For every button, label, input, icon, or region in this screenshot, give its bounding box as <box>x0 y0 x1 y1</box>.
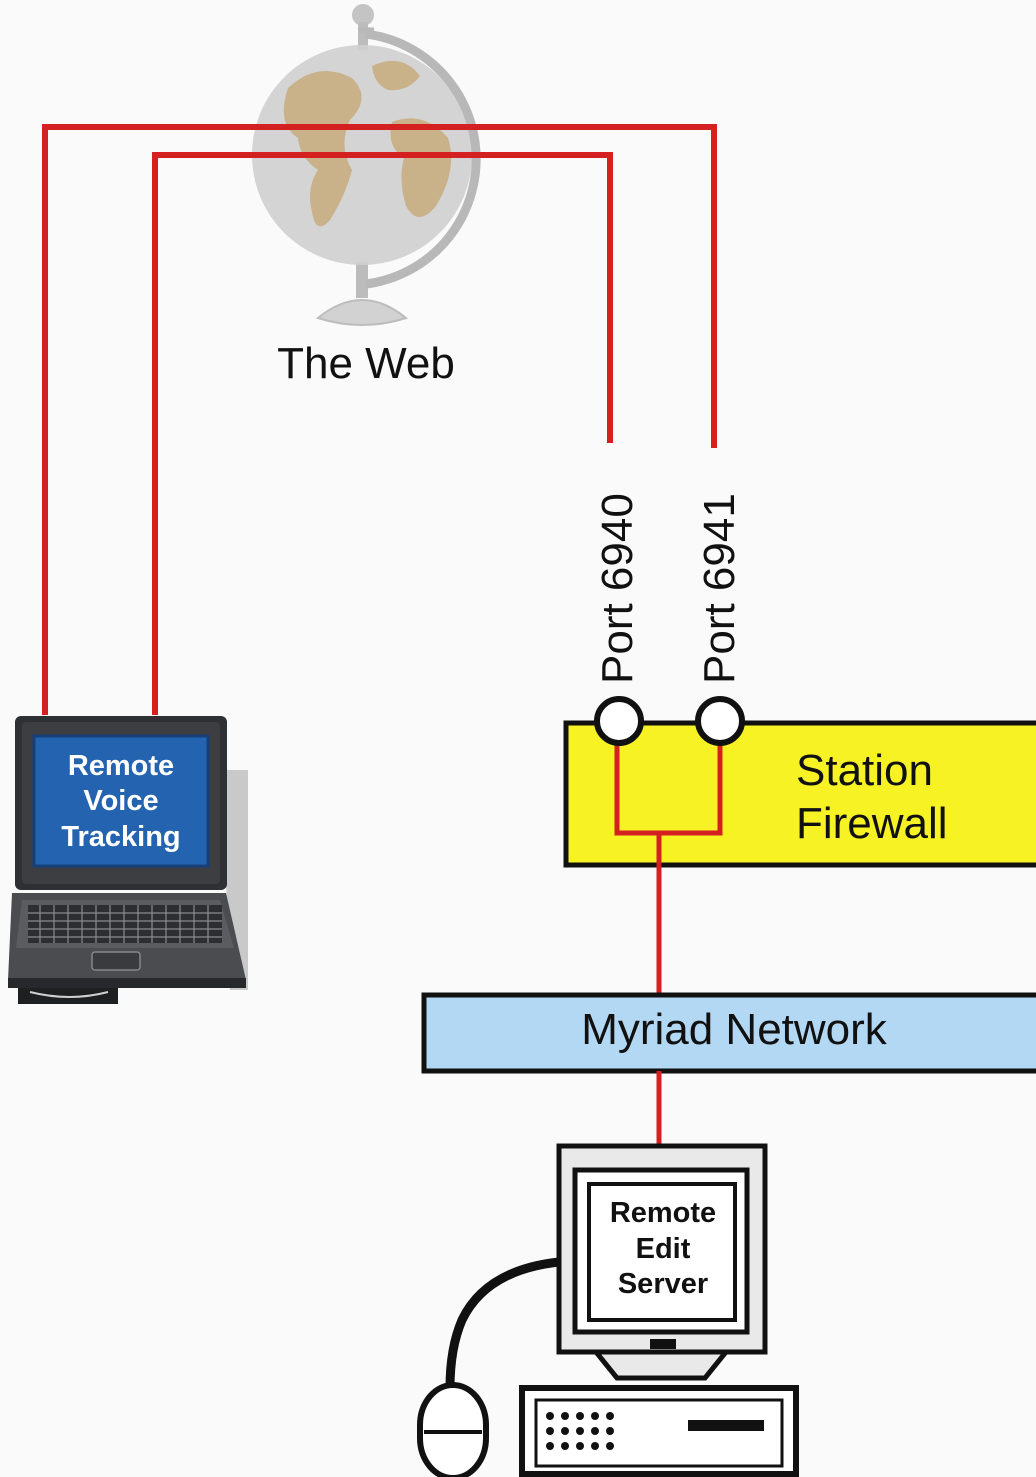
network-label: Myriad Network <box>581 1005 888 1054</box>
port-6940-label: Port 6940 <box>593 493 642 684</box>
laptop-screen-line-1: Remote <box>68 750 174 782</box>
port-6941-node <box>695 696 745 746</box>
firewall-label-line-1: Station <box>796 746 933 795</box>
port-6941-label: Port 6941 <box>695 493 744 684</box>
port-6940-node <box>594 696 644 746</box>
web-connections <box>42 124 717 715</box>
server-screen-line-2: Edit <box>636 1233 691 1265</box>
globe-icon <box>252 4 481 326</box>
server-screen-line-3: Server <box>618 1268 708 1300</box>
laptop-icon <box>8 716 248 1004</box>
laptop-screen-line-2: Voice <box>83 785 158 817</box>
station-firewall <box>563 720 1036 868</box>
connection-line-port-6941 <box>42 124 717 715</box>
myriad-network-bar <box>421 992 1036 1074</box>
globe-label: The Web <box>277 339 455 388</box>
server-screen-line-1: Remote <box>610 1197 716 1229</box>
laptop-screen-line-3: Tracking <box>61 821 180 853</box>
connection-line-port-6940 <box>152 152 613 715</box>
desktop-computer-icon <box>417 1143 799 1477</box>
firewall-label-line-2: Firewall <box>796 799 948 848</box>
